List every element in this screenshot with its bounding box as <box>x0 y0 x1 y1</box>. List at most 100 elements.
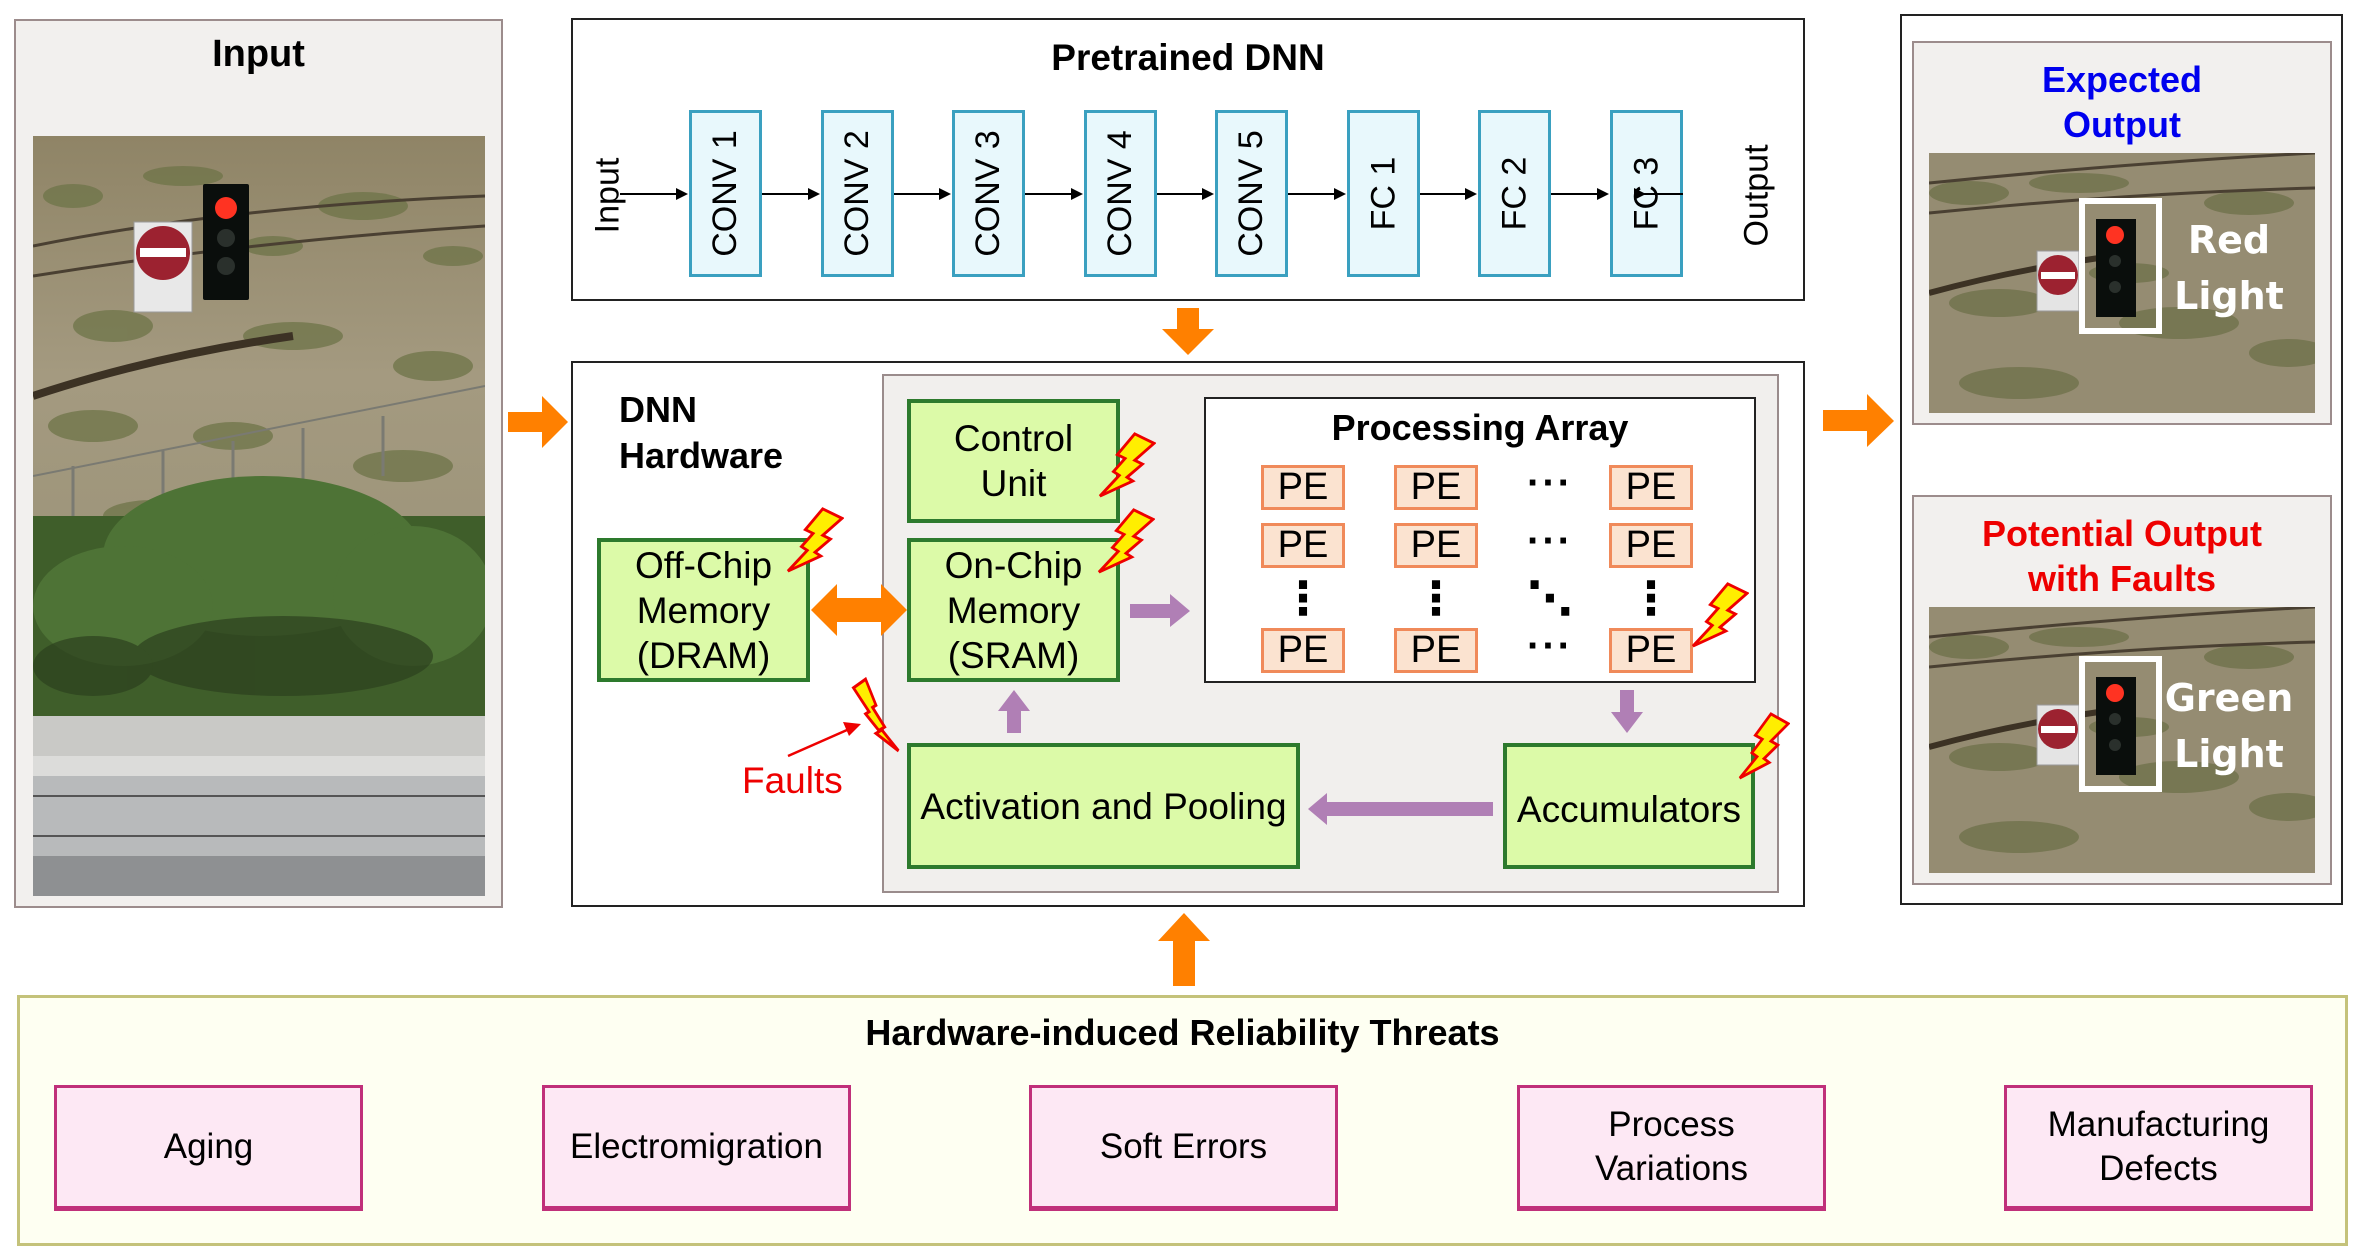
expected-output-title: Expected Output <box>1914 57 2330 147</box>
expected-title-line1: Expected <box>2041 59 2203 100</box>
dnn-layer-label: FC 1 <box>1364 156 1402 231</box>
pe-label: PE <box>1277 466 1329 508</box>
control-unit-line1: Control <box>953 418 1074 459</box>
dnn-input-label: Input <box>588 157 627 233</box>
threat-label-line: Defects <box>2099 1149 2218 1188</box>
dnn-layer-fc-3[interactable]: FC 3 <box>1610 110 1683 277</box>
input-title: Input <box>212 33 305 75</box>
threat-aging[interactable]: Aging <box>54 1085 363 1211</box>
pe-label: PE <box>1277 524 1329 566</box>
threat-soft-errors[interactable]: Soft Errors <box>1029 1085 1338 1211</box>
threat-label: Aging <box>164 1125 254 1169</box>
arrow-onchip-to-array <box>1130 594 1190 627</box>
pe-r1-c0[interactable]: PE <box>1261 523 1345 568</box>
flow-arrow-hardware-to-output <box>1823 394 1894 447</box>
fault-bolt-accumulators <box>1738 712 1790 780</box>
pe-label: PE <box>1625 466 1677 508</box>
off-chip-line1: Off-Chip <box>634 544 773 586</box>
accumulators[interactable]: Accumulators <box>1503 743 1755 869</box>
arrow-activation-to-onchip <box>998 690 1030 733</box>
dnn-layer-conv-3[interactable]: CONV 3 <box>952 110 1025 277</box>
lightning-icon <box>1098 432 1156 498</box>
fault-bolt-activation <box>850 677 902 753</box>
dnn-layer-conv-4[interactable]: CONV 4 <box>1084 110 1157 277</box>
lightning-icon <box>1691 582 1749 648</box>
flow-arrow-threats-to-hardware <box>1158 913 1210 986</box>
pe-r0-c1[interactable]: PE <box>1394 465 1478 510</box>
dnn-layer-conv-2[interactable]: CONV 2 <box>821 110 894 277</box>
dnn-layer-fc-2[interactable]: FC 2 <box>1478 110 1551 277</box>
faulty-title-line1: Potential Output <box>1982 513 2262 554</box>
activation-and-pooling-label: Activation and Pooling <box>920 785 1287 827</box>
off-chip-line2: Memory <box>636 589 771 631</box>
dnn-hardware-title: DNN Hardware <box>619 387 783 479</box>
pe-ellipsis-vertical: ⋮ <box>1413 572 1459 624</box>
faults-pointer-arrow <box>787 722 861 758</box>
dnn-output-label-wrap: Output <box>1735 130 1779 260</box>
dnn-layer-conv-1[interactable]: CONV 1 <box>689 110 762 277</box>
dnn-layer-label: CONV 2 <box>838 130 876 257</box>
faulty-output-title: Potential Output with Faults <box>1914 511 2330 601</box>
pe-r3-c1[interactable]: PE <box>1394 628 1478 673</box>
pe-label: PE <box>1410 629 1462 671</box>
fault-bolt-control-unit <box>1098 432 1156 498</box>
on-chip-line2: Memory <box>946 589 1081 631</box>
pe-ellipsis-vertical: ⋮ <box>1280 572 1326 624</box>
pe-label: PE <box>1277 629 1329 671</box>
threat-label: Soft Errors <box>1100 1125 1267 1169</box>
faults-label: Faults <box>742 760 843 801</box>
threat-label-line: Process <box>1608 1105 1735 1144</box>
threat-label-line: Electromigration <box>570 1127 823 1166</box>
pe-r0-c0[interactable]: PE <box>1261 465 1345 510</box>
pe-ellipsis-horizontal: ··· <box>1527 461 1573 505</box>
fault-bolt-off-chip-memory <box>786 507 844 573</box>
threat-label-line: Variations <box>1594 1149 1749 1188</box>
arrow-accumulators-to-activation <box>1308 793 1493 825</box>
threat-electromigration[interactable]: Electromigration <box>542 1085 851 1211</box>
on-chip-line3: (SRAM) <box>947 634 1080 676</box>
fault-bolt-on-chip-memory <box>1097 508 1155 574</box>
dnn-layer-label: CONV 1 <box>706 130 744 257</box>
dnn-hardware-title-line2: Hardware <box>619 435 784 476</box>
detection-bounding-box <box>2079 656 2162 792</box>
flow-arrow-dnn-to-hardware <box>1162 308 1214 355</box>
lightning-icon <box>851 677 900 753</box>
control-unit-line2: Unit <box>980 463 1047 504</box>
pe-r1-c1[interactable]: PE <box>1394 523 1478 568</box>
threats-title: Hardware-induced Reliability Threats <box>865 1012 1500 1053</box>
threat-label: Electromigration <box>570 1125 823 1169</box>
activation-and-pooling[interactable]: Activation and Pooling <box>907 743 1300 869</box>
dnn-layer-label: FC 2 <box>1495 156 1533 231</box>
pe-ellipsis-horizontal: ··· <box>1527 519 1573 563</box>
threat-label-line: Manufacturing <box>2047 1105 2270 1144</box>
detection-bounding-box <box>2079 198 2162 334</box>
lightning-icon <box>1097 508 1155 574</box>
pe-ellipsis-diagonal: ⋱ <box>1527 572 1573 624</box>
pe-label: PE <box>1410 524 1462 566</box>
threat-label-line: Aging <box>163 1127 254 1166</box>
dnn-layer-label: CONV 5 <box>1232 130 1270 257</box>
dnn-layer-fc-1[interactable]: FC 1 <box>1347 110 1420 277</box>
dnn-layer-conv-5[interactable]: CONV 5 <box>1215 110 1288 277</box>
prediction-label-line2: Light <box>2174 274 2284 318</box>
input-image <box>33 136 485 896</box>
pe-r1-c3[interactable]: PE <box>1609 523 1693 568</box>
dnn-hardware-title-line1: DNN <box>619 389 697 430</box>
flow-arrow-input-to-hardware <box>508 396 568 448</box>
faulty-title-line2: with Faults <box>2028 558 2216 599</box>
pe-r0-c3[interactable]: PE <box>1609 465 1693 510</box>
pe-r3-c3[interactable]: PE <box>1609 628 1693 673</box>
processing-array-title: Processing Array <box>1331 407 1629 448</box>
pe-r3-c0[interactable]: PE <box>1261 628 1345 673</box>
